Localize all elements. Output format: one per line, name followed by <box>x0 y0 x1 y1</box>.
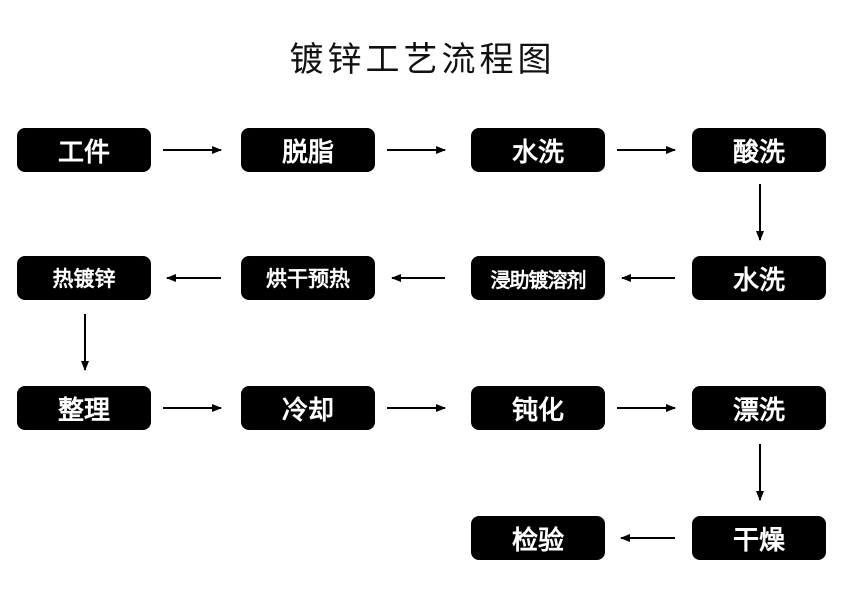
step-water-wash-2: 水洗 <box>692 256 826 300</box>
step-cooling: 冷却 <box>241 386 375 430</box>
step-water-wash-1: 水洗 <box>471 128 605 172</box>
step-flux-dip: 浸助镀溶剂 <box>471 256 605 300</box>
diagram-title: 镀锌工艺流程图 <box>289 40 556 80</box>
step-finishing: 整理 <box>17 386 151 430</box>
step-pickling: 酸洗 <box>692 128 826 172</box>
step-degreasing: 脱脂 <box>241 128 375 172</box>
step-rinsing: 漂洗 <box>692 386 826 430</box>
step-passivation: 钝化 <box>471 386 605 430</box>
step-drying: 干燥 <box>692 516 826 560</box>
step-hot-dip-galvanizing: 热镀锌 <box>17 256 151 300</box>
step-workpiece: 工件 <box>17 128 151 172</box>
step-inspection: 检验 <box>471 516 605 560</box>
step-drying-preheat: 烘干预热 <box>241 256 375 300</box>
